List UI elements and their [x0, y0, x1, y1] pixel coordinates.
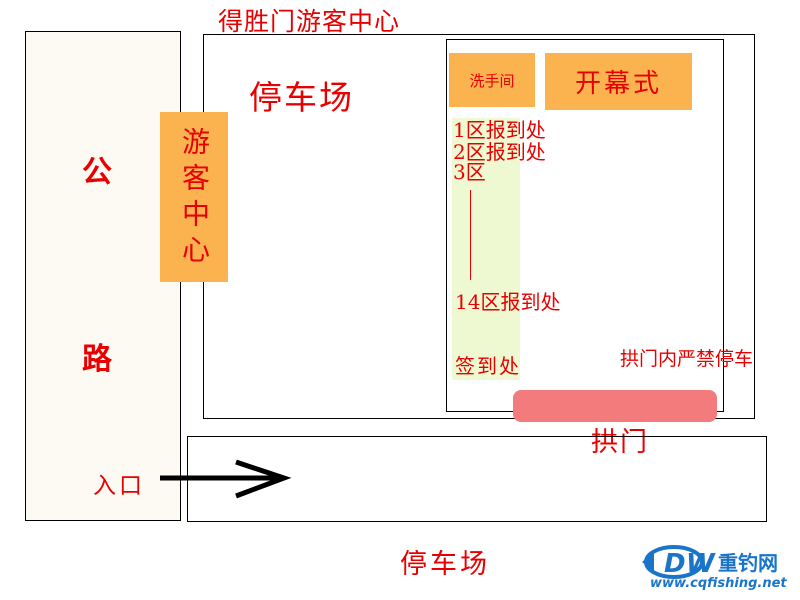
entrance-arrow-icon — [160, 459, 292, 499]
road-label-char2: 路 — [82, 342, 112, 377]
arch-label: 拱门 — [591, 427, 649, 458]
checkin-label: 签到处 — [455, 354, 521, 378]
registration-line-4: 14区报到处 — [455, 290, 561, 314]
no-parking-notice: 拱门内严禁停车 — [620, 348, 754, 370]
road-label-char1: 公 — [82, 155, 112, 190]
parking-lot-bottom-label: 停车场 — [400, 549, 490, 580]
registration-line-2: 2区报到处 — [453, 140, 546, 164]
registration-continuation-line — [470, 190, 471, 280]
arch-gate — [513, 390, 717, 422]
cqfishing-logo-icon: D W — [642, 545, 716, 579]
restroom-block: 洗手间 — [449, 53, 535, 107]
svg-text:W: W — [686, 549, 716, 579]
parking-lot-main-label: 停车场 — [249, 78, 354, 117]
registration-line-1: 1区报到处 — [453, 118, 546, 142]
logo-url-text[interactable]: www.cqfishing.net — [650, 576, 787, 591]
map-title: 得胜门游客中心 — [218, 7, 401, 36]
registration-line-3: 3区 — [453, 160, 486, 184]
logo-brand-text: 重钓网 — [718, 551, 778, 575]
registration-lane — [452, 118, 520, 380]
opening-ceremony-block: 开幕式 — [545, 53, 692, 110]
svg-text:D: D — [664, 549, 686, 579]
road-area — [25, 31, 181, 521]
visitor-center-block: 游客中心 — [160, 112, 228, 282]
entrance-label: 入口 — [93, 473, 145, 499]
